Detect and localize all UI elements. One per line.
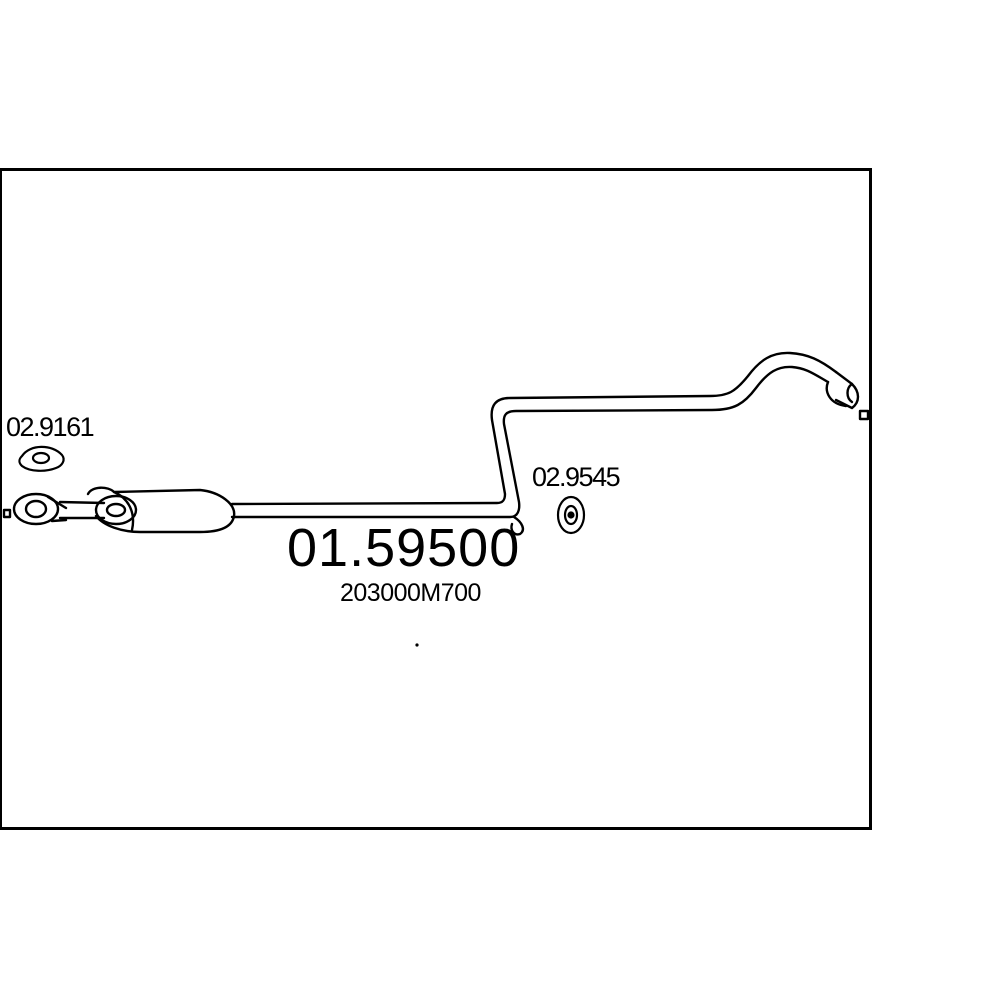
exhaust-pipe-assembly bbox=[2, 351, 870, 536]
component-code-label: 02.9545 bbox=[532, 462, 620, 492]
drawing-frame bbox=[0, 168, 872, 830]
oem-number: 203000M700 bbox=[340, 579, 481, 607]
part-number: 01.59500 bbox=[287, 518, 520, 578]
marker-dot bbox=[415, 643, 419, 647]
rubber-hanger-icon bbox=[556, 495, 586, 535]
gasket-icon bbox=[18, 445, 65, 472]
component-code-label: 02.9161 bbox=[6, 412, 94, 442]
